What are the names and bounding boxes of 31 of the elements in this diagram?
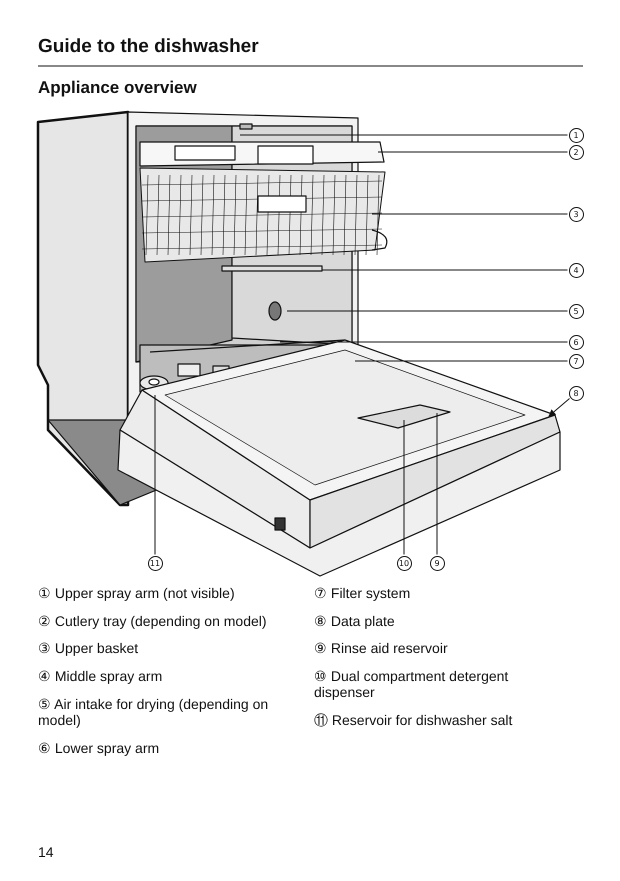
callout-number: 1 (568, 128, 584, 142)
callout-number: 2 (568, 144, 584, 160)
callout-number: 8 (568, 386, 584, 400)
leader-line (354, 360, 568, 362)
legend-item: ④ Middle spray arm (38, 668, 164, 684)
legend-item: ⑧ Data plate (314, 613, 396, 629)
callout-number: 9 (430, 556, 444, 570)
callout-number: 5 (568, 304, 584, 318)
page-title: Guide to the dishwasher (38, 36, 259, 58)
leader-line (154, 394, 156, 555)
page-number: 14 (38, 844, 55, 860)
legend-item: ⑩ Dual compartment detergent dispenser (314, 668, 510, 700)
callout-number: 7 (568, 354, 584, 368)
legend-item: ③ Upper basket (38, 640, 140, 656)
leader-line (240, 134, 568, 136)
callout-number: 10 (396, 556, 412, 570)
callout-number: 6 (568, 334, 584, 350)
leader-line (286, 310, 568, 312)
callout-number: 4 (568, 262, 584, 278)
callout-number: 3 (568, 206, 584, 222)
legend-item: ② Cutlery tray (depending on model) (38, 613, 268, 629)
leader-line (436, 412, 438, 555)
legend-item: ⑤ Air intake for drying (depending on model) (38, 696, 270, 728)
legend-item: ⑪ Reservoir for dishwasher salt (314, 712, 514, 728)
section-heading: Appliance overview (38, 80, 198, 96)
legend-item: ⑦ Filter system (314, 585, 412, 601)
legend-item: ⑥ Lower spray arm (38, 740, 160, 756)
callout-number: 11 (148, 556, 162, 570)
legend-item: ⑨ Rinse aid reservoir (314, 640, 449, 656)
leader-line (548, 398, 570, 416)
legend-item: ① Upper spray arm (not visible) (38, 585, 236, 601)
